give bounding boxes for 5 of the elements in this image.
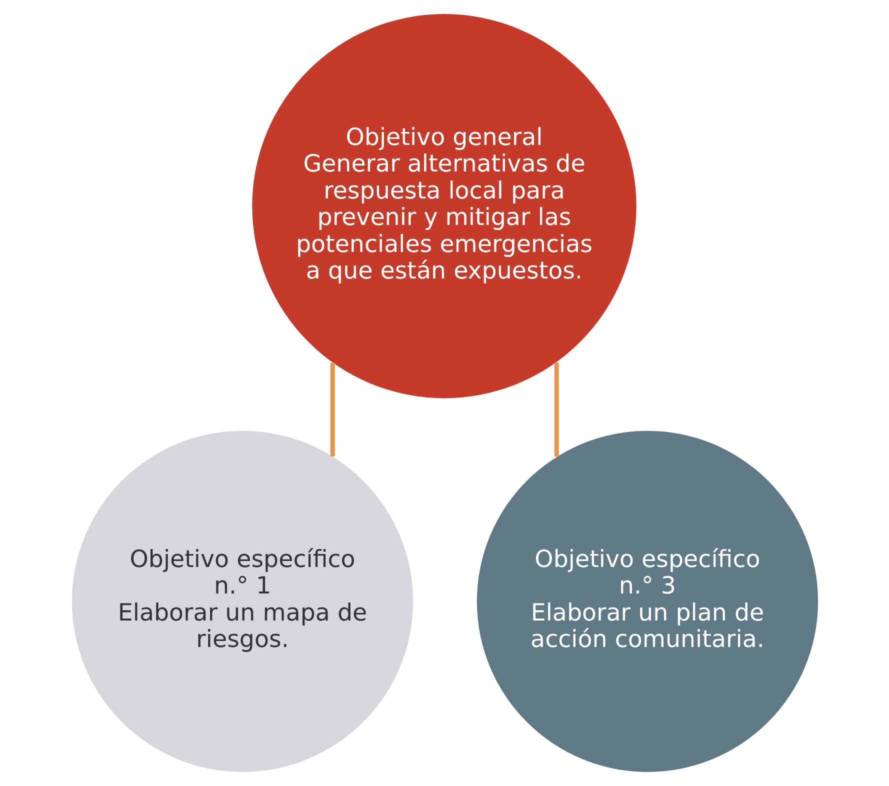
connector — [554, 362, 558, 457]
node-circle: Objetivo específico n.° 1 Elaborar un mapa de riesgos. — [71, 430, 413, 772]
node-circle: Objetivo específico n.° 3 Elaborar un plan de acción comunitaria. — [476, 430, 818, 772]
node-circle: Objetivo general Generar alternativas de respuesta local para prevenir y mitigar las potenciales emergencias a que están expuestos. — [252, 14, 636, 398]
connector — [330, 362, 334, 456]
